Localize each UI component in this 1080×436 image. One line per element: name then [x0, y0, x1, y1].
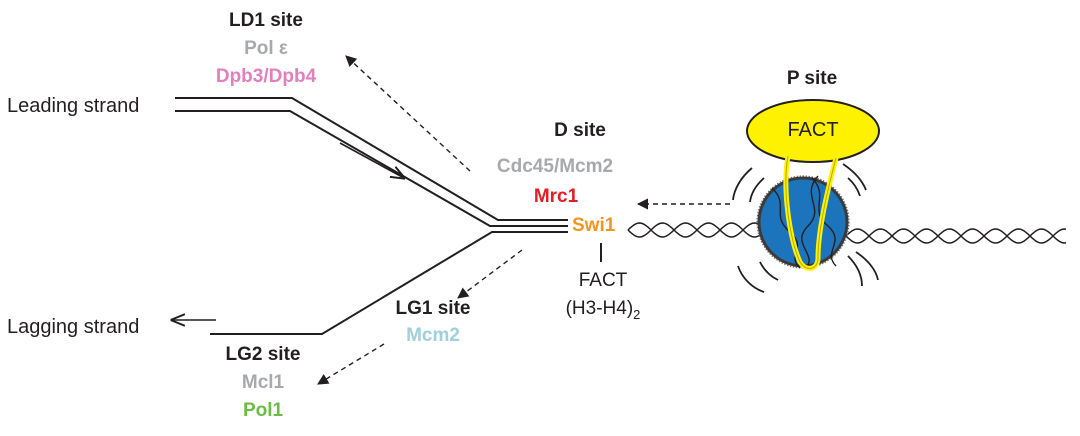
dpb3-dpb4-label: Dpb3/Dpb4	[215, 66, 317, 87]
fact-top-label: FACT	[787, 119, 839, 141]
lagging-strand-lines	[210, 231, 568, 335]
pol1-label: Pol1	[242, 400, 284, 421]
nucleosome	[756, 175, 850, 269]
lagging-strand-label: Lagging strand	[7, 316, 140, 338]
parental-dna-helix	[627, 222, 1067, 244]
mcm2-label: Mcm2	[406, 325, 460, 346]
motion-arcs	[732, 163, 879, 293]
pol-e-label: Pol ε	[244, 38, 288, 59]
fact-lower-label: FACT	[578, 270, 628, 291]
mcl1-label: Mcl1	[241, 372, 285, 393]
h3h4-label: (H3-H4)2	[566, 298, 641, 322]
dashed-arrow-to-ld1	[345, 55, 471, 172]
h3h4-subscript: 2	[633, 306, 641, 322]
mrc1-label: Mrc1	[533, 186, 579, 207]
lg2-site-title: LG2 site	[225, 344, 301, 365]
ld1-site-title: LD1 site	[229, 10, 303, 31]
leading-strand-label: Leading strand	[7, 95, 140, 117]
fact-ellipse	[746, 99, 880, 163]
cdc45-mcm2-label: Cdc45/Mcm2	[496, 156, 614, 177]
dashed-arrow-to-lg1	[457, 249, 523, 299]
dashed-arrow-to-lg2	[317, 343, 385, 385]
leading-synthesis-arrow	[339, 142, 404, 178]
d-site-title: D site	[554, 120, 606, 141]
p-site-title: P site	[786, 68, 838, 89]
swi1-label: Swi1	[572, 215, 616, 236]
lg1-site-title: LG1 site	[395, 298, 471, 319]
fact-tether	[783, 155, 839, 271]
h3h4-text: (H3-H4)	[565, 298, 634, 319]
